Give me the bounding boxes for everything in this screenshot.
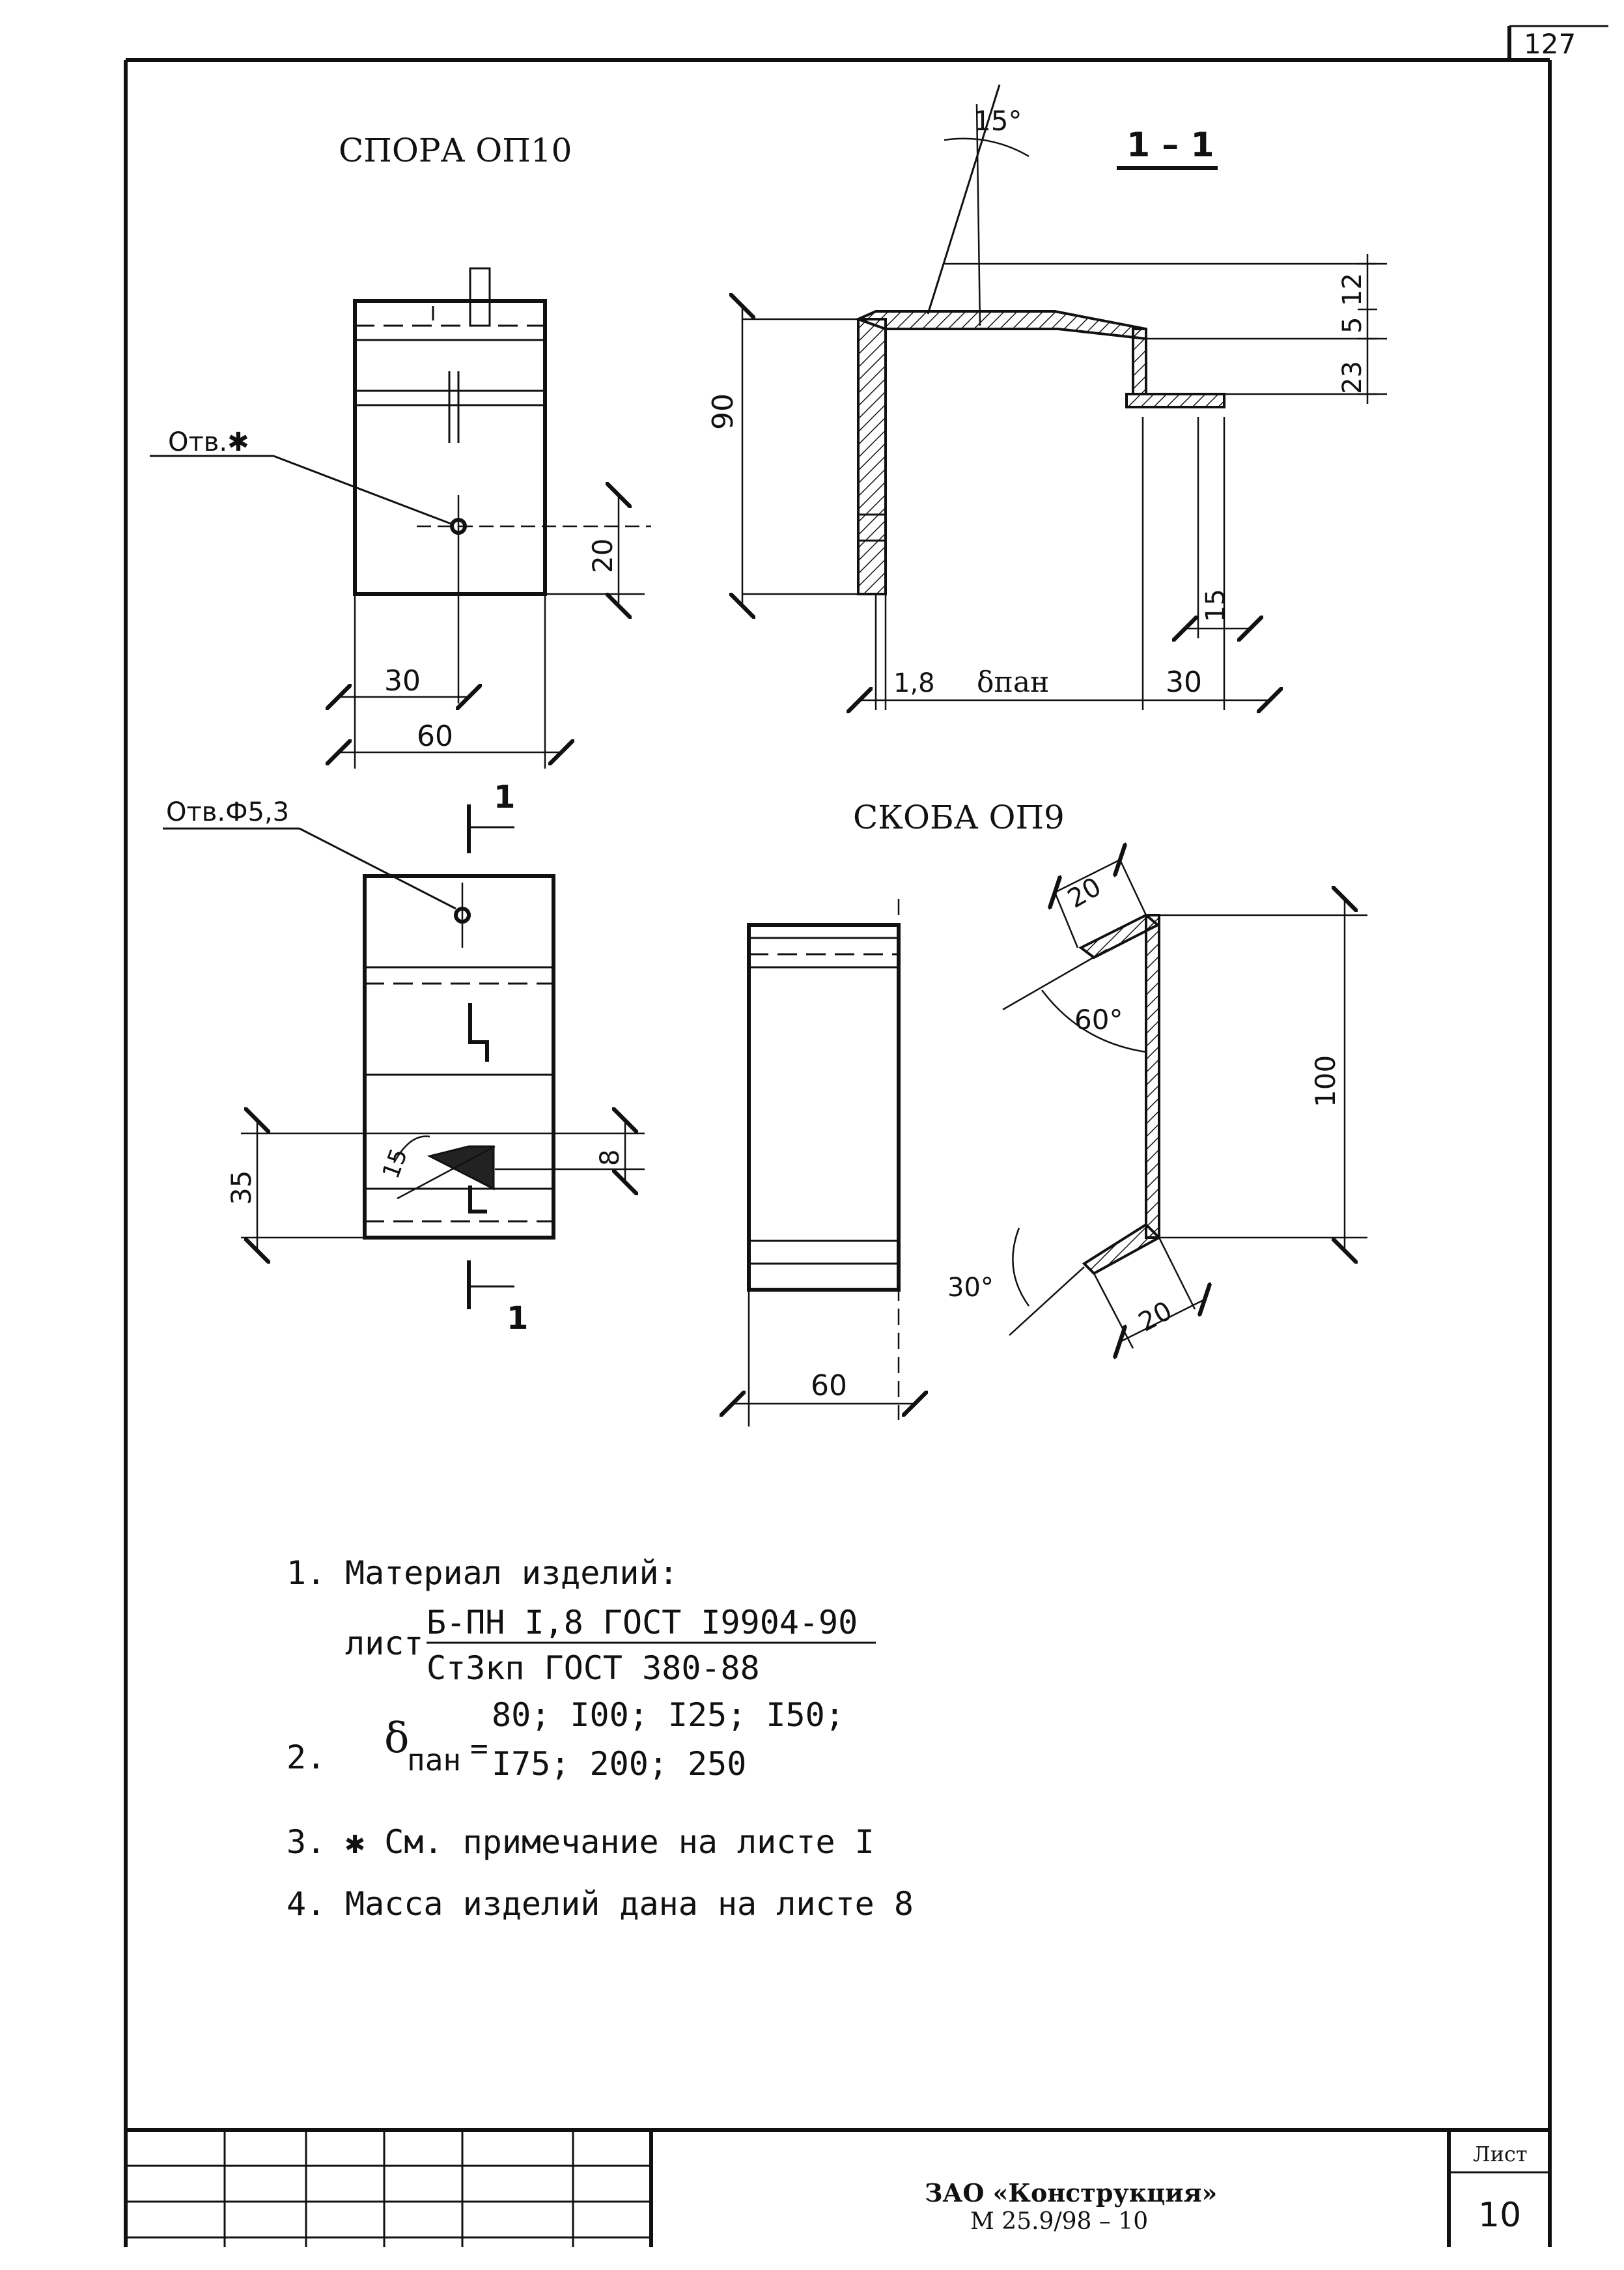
skoba-profile xyxy=(1078,913,1162,1275)
dim-60: 60 xyxy=(417,720,453,753)
dim-15-angle: 15 xyxy=(378,1145,413,1182)
skoba-front-view xyxy=(747,899,901,1420)
note-4-text: Масса изделий дана на листе 8 xyxy=(345,1885,914,1923)
dim-1-8: 1,8 xyxy=(893,668,935,698)
skoba-angle-60: 60° xyxy=(1074,1004,1123,1036)
skoba-title: СКОБА ОП9 xyxy=(853,799,1065,836)
title-company: ЗАО «Конструкция» xyxy=(925,2178,1217,2207)
dim-20: 20 xyxy=(587,539,619,573)
dim-12: 12 xyxy=(1337,273,1367,306)
skoba-dim-20-top: 20 xyxy=(1063,872,1106,914)
note-3-number: 3. xyxy=(287,1823,326,1861)
note-1-number: 1. xyxy=(287,1554,326,1592)
notes: 1. Материал изделий: лист Б-ПН I,8 ГОСТ … xyxy=(287,1554,914,1923)
note-2-line2: I75; 200; 250 xyxy=(492,1745,746,1783)
note-4-number: 4. xyxy=(287,1885,326,1923)
note-2-number: 2. xyxy=(287,1738,326,1776)
sheet-frame xyxy=(124,25,1608,2247)
section-mark-bottom: 1 xyxy=(507,1300,528,1337)
note-1-steel: Ст3кп ГОСТ 380-88 xyxy=(427,1649,760,1687)
dim-8: 8 xyxy=(595,1150,625,1166)
angle-15: 15° xyxy=(973,105,1022,137)
section-1-1-profile xyxy=(854,310,1225,595)
dim-delta-pan: δпан xyxy=(977,666,1049,699)
note-3-text: ✱ См. примечание на листе I xyxy=(345,1823,875,1861)
hole-label: Отв.✱ xyxy=(168,427,249,457)
section-label: 1 – 1 xyxy=(1127,126,1214,165)
dim-35: 35 xyxy=(225,1170,257,1205)
skoba-angle-30: 30° xyxy=(947,1273,994,1303)
skoba-dim-100: 100 xyxy=(1309,1055,1341,1107)
title-code: М 25.9/98 – 10 xyxy=(970,2208,1148,2235)
note-1-sheet: лист xyxy=(345,1624,423,1662)
note-2-eq: = xyxy=(470,1731,488,1766)
spora-top-view xyxy=(353,267,651,703)
spora-bottom-view xyxy=(363,874,555,1240)
note-2-sub: пан xyxy=(407,1742,461,1778)
dim-15: 15 xyxy=(1201,589,1231,622)
title-sheet-label: Лист xyxy=(1473,2142,1528,2166)
dim-5: 5 xyxy=(1337,317,1367,333)
hole-label-2: Отв.Ф5,3 xyxy=(166,797,289,827)
skoba-dim-60: 60 xyxy=(811,1369,847,1402)
spora-title: СПОРА ОП10 xyxy=(339,132,572,169)
note-2-delta: δ xyxy=(384,1714,410,1763)
section-mark-top: 1 xyxy=(494,779,515,816)
note-1-text: Материал изделий: xyxy=(345,1554,679,1592)
dim-23: 23 xyxy=(1337,361,1367,394)
note-2-line1: 80; I00; I25; I50; xyxy=(492,1696,845,1734)
title-sheet-value: 10 xyxy=(1478,2196,1521,2235)
title-block xyxy=(126,2128,1550,2247)
note-1-grade: Б-ПН I,8 ГОСТ I9904-90 xyxy=(427,1604,858,1641)
top-sheet-number: 127 xyxy=(1524,28,1576,60)
dim-90: 90 xyxy=(707,393,740,430)
dim-30: 30 xyxy=(384,664,421,698)
dim-30-right: 30 xyxy=(1166,666,1202,699)
